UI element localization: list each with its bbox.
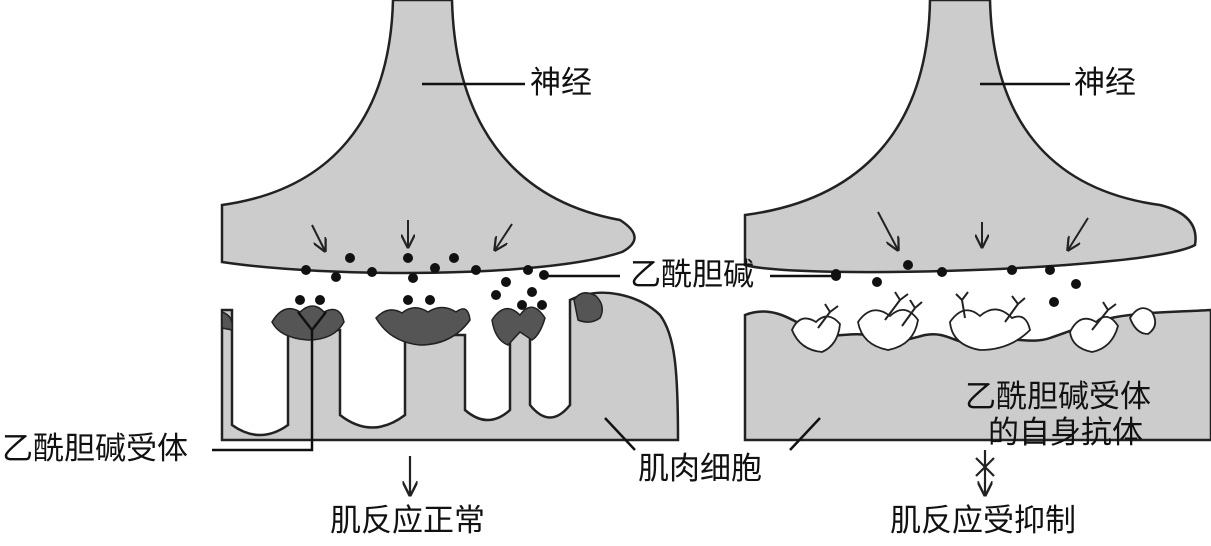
right-autoantibodies: [817, 291, 1117, 331]
leader-muscle-right: [789, 417, 821, 451]
label-response-normal: 肌反应正常: [330, 503, 485, 539]
label-autoantibody-line2: 的自身抗体: [988, 415, 1143, 451]
left-receptor-edge: [221, 310, 234, 331]
right-acetylcholine-dots: [831, 260, 1081, 307]
left-release-arrows: [311, 220, 513, 251]
label-muscle-cell: 肌肉细胞: [638, 451, 762, 487]
right-synapse: [743, 0, 1211, 442]
right-nerve-terminal: [743, 0, 1197, 274]
left-receptor-2: [375, 306, 471, 346]
leader-receptor-branch-2: [311, 311, 327, 331]
leader-receptor: [212, 330, 314, 452]
inhibited-response-arrow: [975, 450, 995, 495]
leader-muscle-left: [604, 417, 636, 451]
acetylcholine-marker-dot: [831, 271, 841, 281]
label-acetylcholine-receptor: 乙酰胆碱受体: [2, 431, 188, 467]
label-response-inhibited: 肌反应受抑制: [890, 503, 1076, 539]
label-nerve-right: 神经: [1074, 65, 1136, 101]
label-acetylcholine: 乙酰胆碱: [630, 257, 754, 293]
leader-receptor-branch-1: [297, 311, 313, 331]
right-blocked-receptors: [791, 307, 1157, 353]
left-acetylcholine-dots: [295, 253, 549, 310]
left-receptor-3: [491, 306, 546, 346]
left-nerve-terminal: [220, 0, 636, 275]
leader-lines: [212, 82, 1070, 452]
label-nerve-left: 神经: [530, 65, 592, 101]
left-synapse: [220, 0, 680, 442]
left-receptor-4: [573, 292, 603, 323]
right-release-arrows: [877, 211, 1089, 250]
label-autoantibody-line1: 乙酰胆碱受体: [965, 379, 1151, 415]
